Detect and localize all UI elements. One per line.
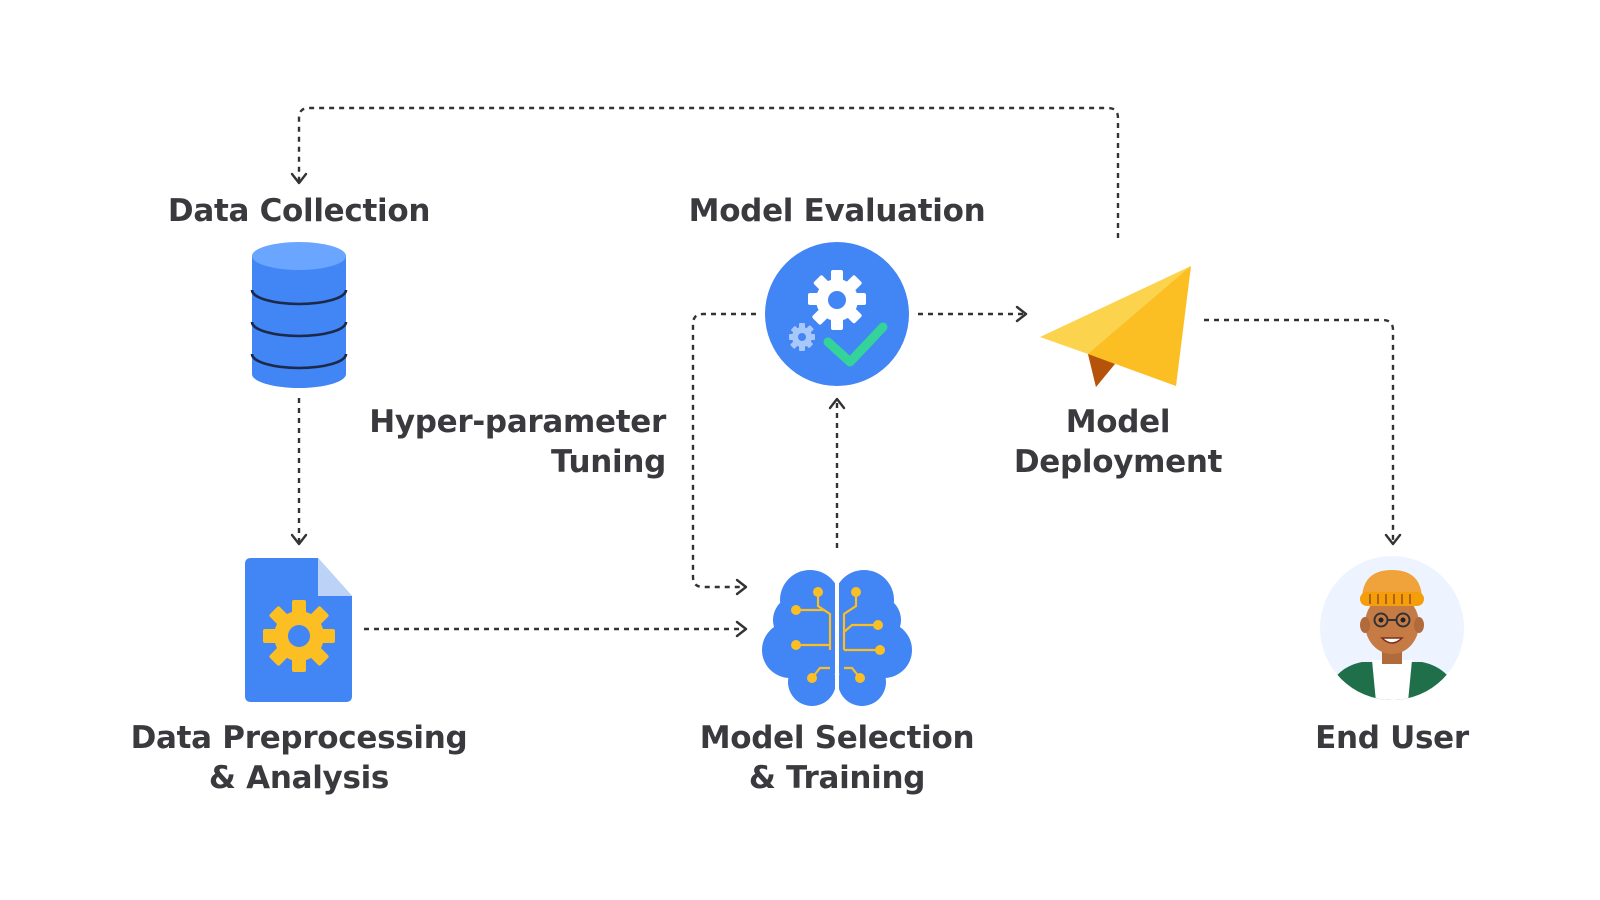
- hyperparameter-tuning-label: Hyper-parameter Tuning: [360, 402, 666, 482]
- paper-plane-icon: [1040, 266, 1191, 387]
- end-user-label: End User: [1315, 720, 1469, 756]
- gear-check-icon: [765, 242, 909, 386]
- document-gear-icon: [245, 558, 352, 702]
- arrow-deployment-to-collection: [290, 106, 1120, 238]
- arrow-evaluation-to-selection-tuning: [691, 312, 756, 596]
- model-selection-label: Model Selection & Training: [667, 718, 1007, 798]
- data-preprocessing-label-line1: Data Preprocessing: [130, 720, 468, 756]
- model-deployment-label-line1: Model: [1065, 404, 1171, 440]
- data-preprocessing-label: Data Preprocessing & Analysis: [109, 718, 489, 798]
- arrows: [290, 106, 1402, 638]
- hyperparameter-tuning-label-line2: Tuning: [551, 444, 666, 480]
- user-avatar-icon: [1320, 556, 1464, 700]
- database-icon: [250, 242, 348, 388]
- model-deployment-label-line2: Deployment: [1013, 444, 1223, 480]
- check-icon: [823, 322, 888, 367]
- model-selection-label-line2: & Training: [748, 760, 926, 796]
- model-evaluation-label: Model Evaluation: [688, 193, 986, 229]
- model-selection-label-line1: Model Selection: [699, 720, 975, 756]
- data-collection-label: Data Collection: [167, 193, 431, 229]
- hyperparameter-tuning-label-line1: Hyper-parameter: [369, 404, 666, 440]
- brain-circuit-icon: [762, 568, 912, 706]
- model-deployment-label: Model Deployment: [998, 402, 1238, 482]
- data-preprocessing-label-line2: & Analysis: [208, 760, 390, 796]
